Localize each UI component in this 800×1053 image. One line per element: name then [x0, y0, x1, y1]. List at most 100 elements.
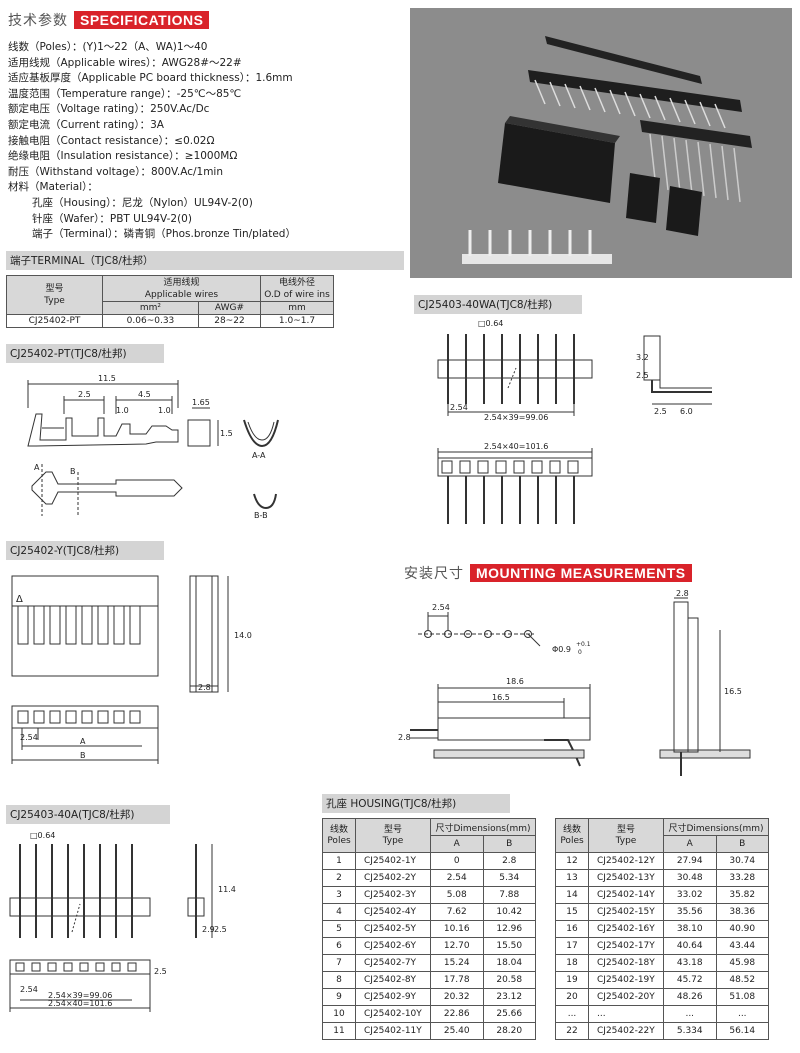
dim-text: Φ0.9 — [552, 645, 571, 654]
cell: CJ25402-11Y — [355, 1022, 431, 1040]
th-type-cn: 型号 — [383, 824, 402, 835]
pt-drawing: 11.5 2.5 4.5 1.0 1.0 1.65 1.5 A-A B-B A … — [27, 374, 279, 520]
dim-text: □0.64 — [478, 319, 503, 328]
cell: 33.28 — [715, 869, 769, 887]
dim-text: 2.54 — [20, 733, 38, 742]
cell: 0 — [430, 852, 484, 870]
dim-text: 1.0 — [116, 406, 129, 415]
mounting-title-cn: 安装尺寸 — [404, 566, 464, 582]
dim-text: 18.6 — [506, 677, 524, 686]
dim-text: 2.5 — [214, 925, 227, 934]
cell: 56.14 — [715, 1022, 769, 1040]
spec-line: 端子（Terminal）：磷青铜（Phos.bronze Tin/plated） — [32, 228, 296, 241]
cell: ... — [555, 1005, 589, 1023]
terminal-strip-photo — [462, 230, 612, 264]
cell: CJ25402-8Y — [355, 971, 431, 989]
mounting-drawing: 2.54 Φ0.9 +0.1 0 18.6 16.5 2.8 2.8 16.5 — [398, 590, 751, 776]
cell: 3 — [322, 886, 356, 904]
table-row: CJ25402-PT 0.06~0.33 28~22 1.0~1.7 — [6, 314, 334, 328]
cell: 12.70 — [430, 937, 484, 955]
cell: 30.74 — [715, 852, 769, 870]
dim-text: B — [80, 751, 86, 760]
y-section-bar: CJ25402-Y(TJC8/杜邦) — [6, 541, 164, 560]
cell: 5.334 — [663, 1022, 717, 1040]
dim-text: Δ — [16, 594, 23, 605]
cell: 5 — [322, 920, 356, 938]
cell: 16 — [555, 920, 589, 938]
th-dims: 尺寸Dimensions(mm) — [430, 818, 536, 836]
cell: 43.44 — [715, 937, 769, 955]
cell: CJ25402-14Y — [588, 886, 664, 904]
dim-text: 2.54×39=99.06 — [48, 991, 112, 1000]
spec-line: 孔座（Housing）：尼龙（Nylon）UL94V-2(0) — [32, 196, 253, 209]
spec-line: 适应基板厚度（Applicable PC board thickness）：1.… — [8, 72, 293, 85]
dim-text: 6.0 — [680, 407, 693, 416]
th-mm2: mm² — [102, 301, 199, 315]
spec-line: 适用线规（Applicable wires）：AWG28#～22# — [8, 56, 242, 69]
cell: CJ25402-17Y — [588, 937, 664, 955]
cell: CJ25402-16Y — [588, 920, 664, 938]
dim-text: 3.2 — [636, 353, 649, 362]
dim-text: 1.65 — [192, 398, 210, 407]
dim-text: 2.5 — [78, 390, 91, 399]
cell: 1.0~1.7 — [260, 314, 334, 328]
cell: 23.12 — [482, 988, 536, 1006]
cell: CJ25402-22Y — [588, 1022, 664, 1040]
cell: 45.98 — [715, 954, 769, 972]
th-wire-cn: 适用线规 — [163, 277, 200, 288]
dim-text: B-B — [254, 511, 268, 520]
dim-text: A — [80, 737, 86, 746]
dim-text: 2.5 — [636, 371, 649, 380]
a-drawing: □0.64 11.4 2.9 2.5 2.5 2.54 2.54×39=99.0… — [9, 831, 236, 1012]
th-mm: mm — [260, 301, 334, 315]
dim-text: B — [70, 467, 76, 476]
angled-header-photo — [640, 120, 752, 203]
th-type-cn: 型号 — [45, 284, 64, 294]
spec-line: 线数（Poles）：(Y)1～22（A、WA)1～40 — [8, 41, 208, 53]
spec-line: 温度范围（Temperature range）：-25℃～85℃ — [8, 87, 242, 100]
cell: 25.66 — [482, 1005, 536, 1023]
cell: 10 — [322, 1005, 356, 1023]
cell: CJ25402-15Y — [588, 903, 664, 921]
cell: 5.08 — [430, 886, 484, 904]
cell: CJ25402-18Y — [588, 954, 664, 972]
cell: 14 — [555, 886, 589, 904]
cell: 40.90 — [715, 920, 769, 938]
cell: 13 — [555, 869, 589, 887]
cell: 38.10 — [663, 920, 717, 938]
cell: 2.8 — [482, 852, 536, 870]
cell: 22.86 — [430, 1005, 484, 1023]
dim-text: 2.54×40=101.6 — [484, 442, 548, 451]
cell: CJ25402-19Y — [588, 971, 664, 989]
terminal-section-bar: 端子TERMINAL（TJC8/杜邦） — [6, 251, 404, 270]
cell: CJ25402-7Y — [355, 954, 431, 972]
cell: 43.18 — [663, 954, 717, 972]
dim-text: 16.5 — [492, 693, 510, 702]
cell: 45.72 — [663, 971, 717, 989]
dim-text: A-A — [252, 451, 266, 460]
cell: 7.88 — [482, 886, 536, 904]
specs-list: 线数（Poles）：(Y)1～22（A、WA)1～40 适用线规（Applica… — [8, 40, 403, 243]
cell: 20.32 — [430, 988, 484, 1006]
cell: 8 — [322, 971, 356, 989]
cell: CJ25402-20Y — [588, 988, 664, 1006]
